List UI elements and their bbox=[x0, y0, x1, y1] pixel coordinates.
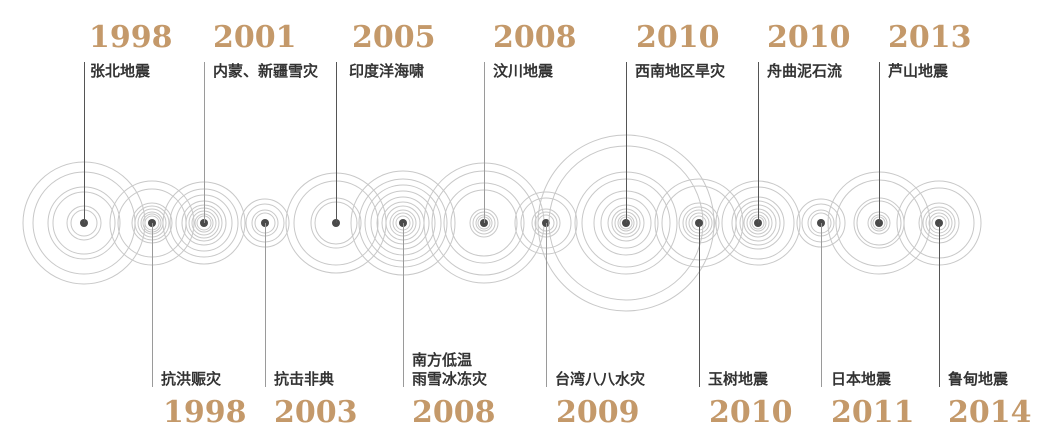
event-3-connector bbox=[204, 62, 205, 223]
event-12-connector bbox=[821, 223, 822, 387]
event-13-connector bbox=[879, 62, 880, 223]
event-1-label: 张北地震 bbox=[90, 62, 151, 80]
event-11-year: 2010 bbox=[767, 20, 851, 55]
epicenter-dot-icon bbox=[332, 219, 340, 227]
event-9-label: 西南地区旱灾 bbox=[635, 62, 726, 80]
event-12-year: 2011 bbox=[831, 395, 915, 430]
event-6-connector bbox=[403, 223, 404, 387]
epicenter-dot-icon bbox=[622, 219, 630, 227]
event-10-label: 玉树地震 bbox=[708, 370, 769, 388]
event-11-connector bbox=[758, 62, 759, 223]
event-1-connector bbox=[84, 62, 85, 223]
event-7-label: 汶川地震 bbox=[493, 62, 554, 80]
event-6-year: 2008 bbox=[412, 395, 496, 430]
event-5-year: 2005 bbox=[352, 20, 436, 55]
event-11-label: 舟曲泥石流 bbox=[767, 62, 843, 80]
event-8-connector bbox=[546, 223, 547, 387]
event-9-year: 2010 bbox=[636, 20, 720, 55]
event-10-year: 2010 bbox=[709, 395, 793, 430]
event-10-connector bbox=[699, 223, 700, 387]
event-4-year: 2003 bbox=[274, 395, 358, 430]
event-14-year: 2014 bbox=[948, 395, 1032, 430]
event-2-year: 1998 bbox=[163, 395, 247, 430]
event-13-year: 2013 bbox=[888, 20, 972, 55]
event-3-year: 2001 bbox=[213, 20, 297, 55]
event-5-connector bbox=[336, 62, 337, 223]
epicenter-dot-icon bbox=[200, 219, 208, 227]
event-1-year: 1998 bbox=[89, 20, 173, 55]
event-7-connector bbox=[484, 62, 485, 223]
event-7-year: 2008 bbox=[493, 20, 577, 55]
event-13-label: 芦山地震 bbox=[888, 62, 949, 80]
event-6-label: 南方低温 雨雪冰冻灾 bbox=[412, 351, 488, 388]
epicenter-dot-icon bbox=[754, 219, 762, 227]
event-14-connector bbox=[939, 223, 940, 387]
event-8-year: 2009 bbox=[556, 395, 640, 430]
event-4-connector bbox=[265, 223, 266, 387]
epicenter-dot-icon bbox=[480, 219, 488, 227]
event-14-label: 鲁甸地震 bbox=[948, 370, 1009, 388]
event-5-label: 印度洋海啸 bbox=[349, 62, 425, 80]
event-12-label: 日本地震 bbox=[831, 370, 892, 388]
epicenter-dot-icon bbox=[875, 219, 883, 227]
event-9-connector bbox=[626, 62, 627, 223]
event-8-label: 台湾八八水灾 bbox=[555, 370, 646, 388]
event-2-connector bbox=[152, 223, 153, 387]
event-3-label: 内蒙、新疆雪灾 bbox=[213, 62, 319, 80]
epicenter-dot-icon bbox=[80, 219, 88, 227]
event-4-label: 抗击非典 bbox=[274, 370, 335, 388]
event-2-label: 抗洪赈灾 bbox=[161, 370, 222, 388]
